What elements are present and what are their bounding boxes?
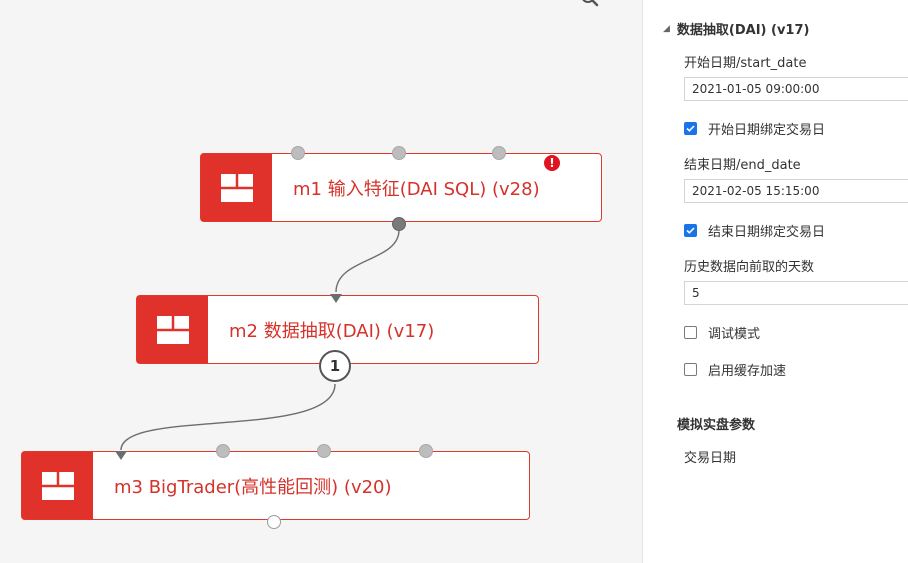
- module-grid-icon: [201, 154, 272, 221]
- module-m1-input-port-2[interactable]: [392, 146, 406, 160]
- end-bind-checkbox[interactable]: 结束日期绑定交易日: [684, 221, 825, 240]
- error-icon[interactable]: !: [544, 155, 560, 171]
- module-m3[interactable]: m3 BigTrader(高性能回测) (v20): [21, 451, 530, 520]
- checkmark-icon[interactable]: [684, 122, 697, 135]
- module-m1-input-port-3[interactable]: [492, 146, 506, 160]
- module-m3-output-port[interactable]: [267, 515, 281, 529]
- start-date-input[interactable]: [684, 77, 908, 101]
- module-m2-output-badge[interactable]: 1: [319, 350, 351, 382]
- module-m1-label: m1 输入特征(DAI SQL) (v28): [293, 178, 540, 200]
- end-bind-label: 结束日期绑定交易日: [708, 225, 826, 240]
- start-bind-checkbox[interactable]: 开始日期绑定交易日: [684, 119, 825, 138]
- module-m2-label: m2 数据抽取(DAI) (v17): [229, 320, 435, 342]
- sim-section-title: 模拟实盘参数: [677, 418, 756, 433]
- trade-date-label: 交易日期: [684, 451, 737, 466]
- connection-m1-m2: [335, 229, 400, 293]
- module-m1[interactable]: m1 输入特征(DAI SQL) (v28): [200, 153, 602, 222]
- module-grid-icon: [22, 452, 93, 519]
- caret-down-icon: ◢: [663, 23, 670, 34]
- debug-mode-checkbox[interactable]: 调试模式: [684, 323, 760, 342]
- module-m1-input-port-1[interactable]: [291, 146, 305, 160]
- workflow-canvas[interactable]: m1 输入特征(DAI SQL) (v28) ! m2 数据抽取(DAI) (v…: [0, 0, 642, 563]
- cache-checkbox-box[interactable]: [684, 363, 697, 376]
- connection-m2-m3: [120, 383, 336, 451]
- cache-label: 启用缓存加速: [708, 364, 787, 379]
- module-m3-input-port-3[interactable]: [317, 444, 331, 458]
- panel-title-text: 数据抽取(DAI) (v17): [676, 23, 810, 38]
- module-m3-input-port-2[interactable]: [216, 444, 230, 458]
- end-date-input[interactable]: [684, 179, 908, 203]
- module-grid-icon: [137, 296, 208, 363]
- history-days-input[interactable]: [684, 281, 908, 305]
- history-days-label: 历史数据向前取的天数: [684, 260, 815, 275]
- start-date-label: 开始日期/start_date: [684, 56, 807, 71]
- module-m3-label: m3 BigTrader(高性能回测) (v20): [114, 476, 392, 498]
- module-m3-input-port-1[interactable]: [115, 451, 127, 460]
- search-icon[interactable]: [580, 0, 600, 10]
- panel-divider[interactable]: [642, 0, 643, 563]
- checkmark-icon[interactable]: [684, 224, 697, 237]
- cache-checkbox[interactable]: 启用缓存加速: [684, 360, 786, 379]
- properties-panel: ◢ 数据抽取(DAI) (v17) 开始日期/start_date 开始日期绑定…: [643, 0, 908, 563]
- debug-mode-label: 调试模式: [708, 327, 761, 342]
- module-m3-input-port-4[interactable]: [419, 444, 433, 458]
- module-m2-input-port[interactable]: [330, 294, 342, 303]
- connection-lines: [120, 229, 400, 451]
- debug-checkbox-box[interactable]: [684, 326, 697, 339]
- panel-title[interactable]: ◢ 数据抽取(DAI) (v17): [663, 19, 809, 38]
- module-m1-output-port[interactable]: [392, 217, 406, 231]
- start-bind-label: 开始日期绑定交易日: [708, 123, 826, 138]
- end-date-label: 结束日期/end_date: [684, 158, 801, 173]
